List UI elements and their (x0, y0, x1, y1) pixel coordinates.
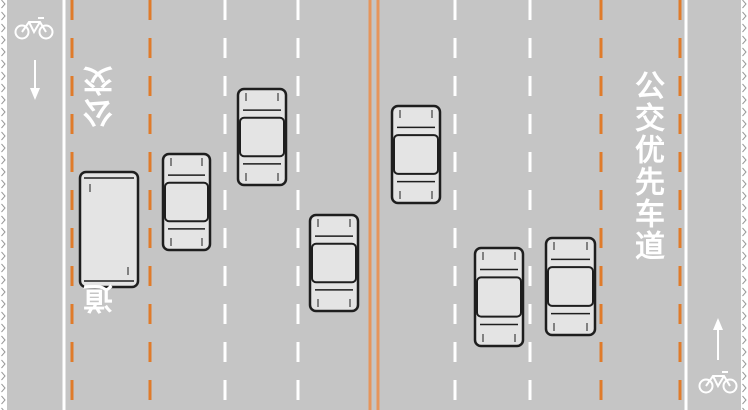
bus-lane-marking-left-a: 公交 (84, 64, 119, 128)
left-curb (0, 0, 7, 410)
car (161, 152, 212, 252)
arrow-down-icon (30, 60, 40, 100)
car (390, 104, 442, 205)
arrow-up-icon (713, 318, 723, 360)
bus-lane-marking-right: 公交优先车道 (629, 70, 664, 262)
vehicles (78, 87, 597, 348)
bicycle-icon (698, 371, 738, 394)
right-curb-pattern (742, 0, 747, 410)
car (544, 236, 597, 337)
right-curb (741, 0, 748, 410)
car (473, 246, 525, 348)
bus (78, 170, 140, 289)
bicycle-icon (14, 17, 54, 40)
car (308, 213, 360, 313)
left-curb-pattern (1, 0, 6, 410)
bus-lane-marking-left-b: 道 (84, 282, 119, 314)
car (236, 87, 288, 187)
